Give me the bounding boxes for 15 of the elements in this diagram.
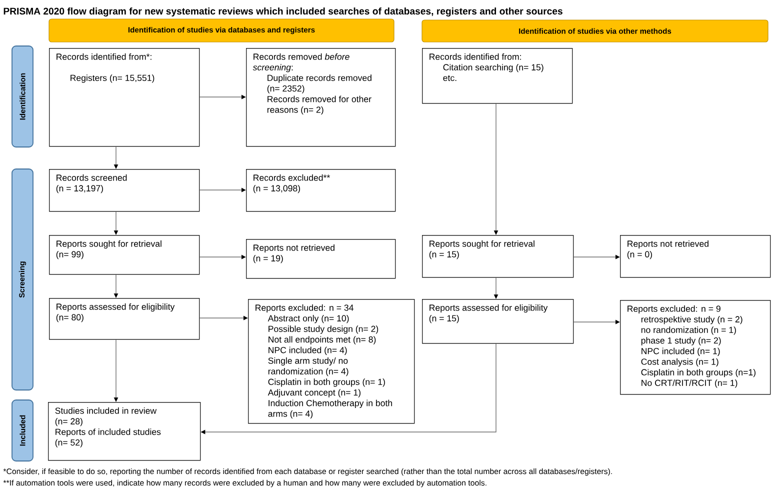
process-box: Studies included in review (n= 28) Reports of included studies (n= 52) [48, 402, 201, 461]
process-box: Records identified from: Citation searching (n= 15) etc. [422, 48, 573, 104]
process-box: Reports not retrieved (n = 0) [620, 235, 771, 278]
process-box: Reports assessed for eligibility (n = 15) [422, 299, 574, 344]
title: PRISMA 2020 flow diagram for new systematic reviews which included searches of databases, registers and other sources [4, 8, 562, 16]
process-box: Reports excluded: n = 34 Abstract only (n= 10) Possible study design (n= 2) Not all endpoints met (n= 8) NPC included (n= 4) Single arm study/ no randomization (n= 4) Cisplatin in both groups (n= 1) Adjuvant concept (n= 1) Induction Chemotherapy in both arms (n= 4) [248, 299, 415, 424]
process-box: Records screened (n = 13,197) [49, 169, 200, 212]
process-box: Reports excluded: n = 9 retrospektive study (n = 2) no randomization (n = 1) phase 1 study (n= 2) NPC included (n= 1) Cost analysis (n= 1) Cisplatin in both groups (n=1) No CRT/RIT/RCIT (n= 1) [620, 300, 771, 395]
process-box: Records removed before screening: Duplicate records removed (n= 2352) Records removed for other reasons (n= 2) [246, 48, 396, 147]
process-box: Reports assessed for eligibility (n= 80) [49, 298, 200, 340]
process-box: Reports sought for retrieval (n = 15) [422, 235, 574, 278]
process-box: Records identified from*: Registers (n= 15,551) [49, 48, 200, 147]
process-box: Reports sought for retrieval (n= 99) [49, 235, 200, 275]
process-box: Reports not retrieved (n = 19) [246, 239, 396, 279]
process-box: Records excluded** (n = 13,098) [246, 169, 396, 212]
